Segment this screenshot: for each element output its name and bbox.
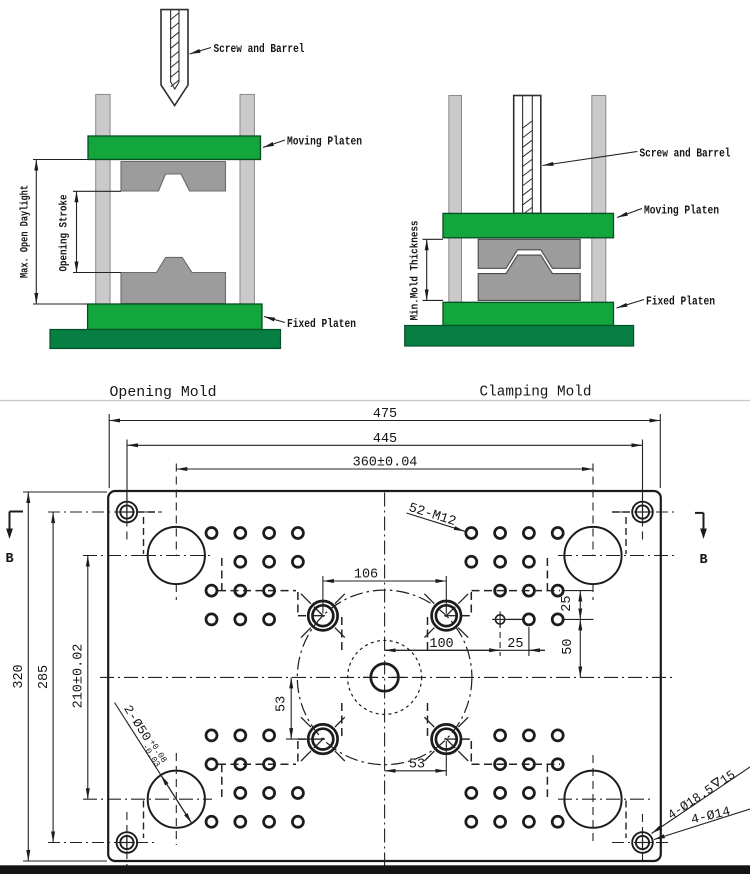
svg-text:Fixed Platen: Fixed Platen xyxy=(287,318,356,331)
svg-text:Clamping Mold: Clamping Mold xyxy=(480,385,592,401)
svg-text:Min.Mold Thickness: Min.Mold Thickness xyxy=(410,221,422,321)
svg-text:320: 320 xyxy=(12,664,27,688)
svg-text:Opening Mold: Opening Mold xyxy=(110,385,217,401)
svg-text:B: B xyxy=(699,553,707,568)
svg-text:25: 25 xyxy=(507,637,523,652)
svg-text:Moving Platen: Moving Platen xyxy=(287,136,362,149)
svg-text:475: 475 xyxy=(373,407,397,422)
svg-text:285: 285 xyxy=(37,665,52,689)
svg-text:53: 53 xyxy=(275,696,290,712)
svg-text:Opening Stroke: Opening Stroke xyxy=(59,194,71,271)
svg-text:25: 25 xyxy=(560,595,575,611)
svg-text:53: 53 xyxy=(409,757,425,772)
svg-text:Screw and Barrel: Screw and Barrel xyxy=(214,43,305,56)
svg-text:Screw and Barrel: Screw and Barrel xyxy=(640,148,731,161)
svg-text:50: 50 xyxy=(561,638,576,654)
svg-text:360±0.04: 360±0.04 xyxy=(353,456,418,471)
svg-text:B: B xyxy=(5,552,13,567)
svg-text:100: 100 xyxy=(429,637,453,652)
svg-text:210±0.02: 210±0.02 xyxy=(71,644,86,709)
svg-text:Max. Open Daylight: Max. Open Daylight xyxy=(20,185,32,278)
svg-text:445: 445 xyxy=(373,432,397,447)
svg-text:106: 106 xyxy=(354,568,378,583)
svg-text:Moving Platen: Moving Platen xyxy=(644,205,719,218)
svg-text:Fixed Platen: Fixed Platen xyxy=(646,296,715,309)
